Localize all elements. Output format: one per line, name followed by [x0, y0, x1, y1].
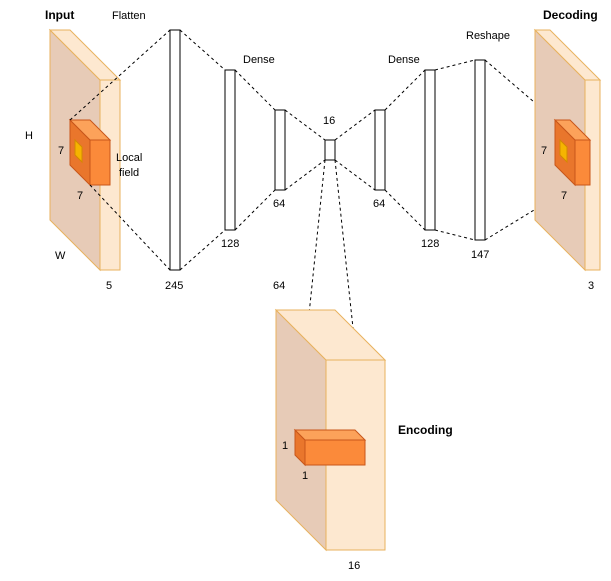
decoding-title: Decoding [543, 8, 598, 22]
encoding-box [293, 428, 367, 467]
local-field-label-line1: Local [116, 152, 142, 164]
encoding-link-size-label: 64 [273, 280, 285, 292]
input-box-front [89, 139, 111, 186]
encoding-kernel-h-label: 1 [282, 440, 288, 452]
dense-layer-128-right [424, 69, 436, 231]
flatten-label: Flatten [112, 10, 146, 22]
encoding-kernel-w-label: 1 [302, 470, 308, 482]
bottleneck-size-label: 16 [323, 115, 335, 127]
reshape-label: Reshape [466, 30, 510, 42]
dense-layer-128 [224, 69, 236, 231]
dense-layer-64 [274, 109, 286, 191]
encoding-slab-top [274, 309, 387, 361]
encoding-box-front [304, 439, 366, 466]
input-local-field-box [68, 118, 112, 187]
flatten-layer [169, 29, 181, 271]
bottleneck-layer [324, 139, 336, 161]
decoding-kernel-w-label: 7 [561, 190, 567, 202]
height-label: H [25, 130, 33, 142]
input-kernel-w-label: 7 [77, 190, 83, 202]
dense1-size-label: 128 [221, 238, 239, 250]
dense2-size-label: 64 [273, 198, 285, 210]
dense-left-label: Dense [243, 54, 275, 66]
input-title: Input [45, 8, 74, 22]
decoding-slab-top [533, 29, 602, 81]
decoding-depth-label: 3 [588, 280, 594, 292]
reshape-layer [474, 59, 486, 241]
flatten-size-label: 245 [165, 280, 183, 292]
input-kernel-h-label: 7 [58, 145, 64, 157]
input-depth-label: 5 [106, 280, 112, 292]
dense-layer-64-right [374, 109, 386, 191]
decoding-local-field-box [553, 118, 592, 187]
reshape-size-label: 147 [471, 249, 489, 261]
decoding-kernel-h-label: 7 [541, 145, 547, 157]
local-field-label-line2: field [119, 167, 139, 179]
encoding-box-top [293, 429, 367, 441]
dense-right-label: Dense [388, 54, 420, 66]
decoding-kernel-core [559, 138, 568, 164]
decoding-box-front [574, 139, 591, 186]
input-slab-top [48, 29, 122, 81]
input-kernel-core [74, 138, 83, 164]
dense3-size-label: 64 [373, 198, 385, 210]
dense4-size-label: 128 [421, 238, 439, 250]
encoding-title: Encoding [398, 423, 453, 437]
width-label: W [55, 250, 66, 262]
encoding-depth-label: 16 [348, 560, 360, 572]
